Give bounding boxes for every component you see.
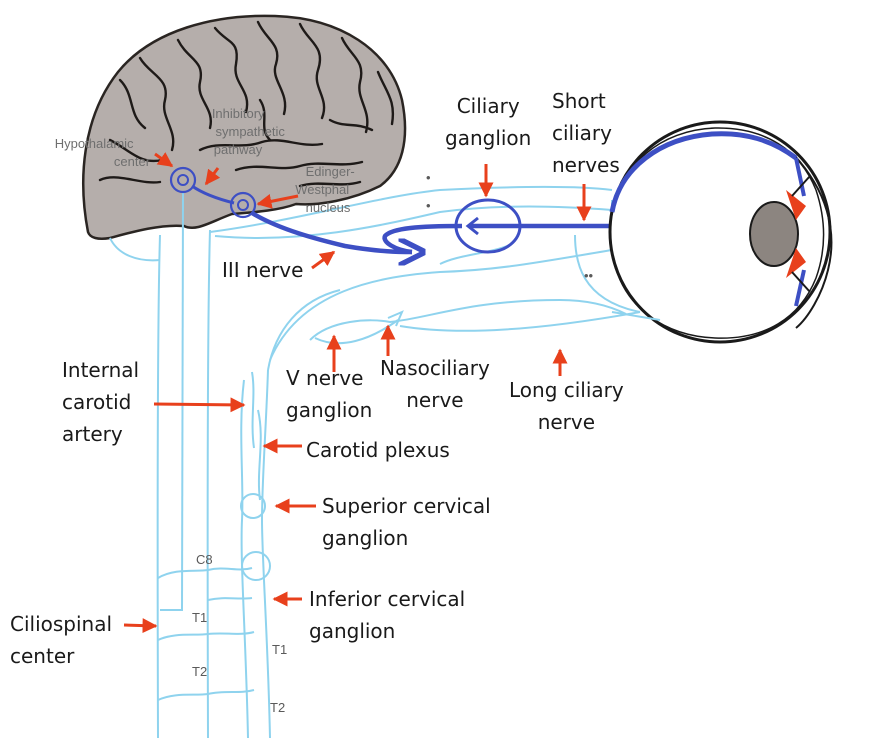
- superior-cervical-ganglion-shape: [240, 493, 266, 519]
- edinger-westphal-text: Edinger- Westphal nucleus: [295, 164, 358, 215]
- arrow-internal-carotid: [153, 397, 246, 413]
- label-carotid-plexus: Carotid plexus: [306, 438, 450, 462]
- long-ciliary-nerve-shape: [399, 311, 641, 332]
- parasympathetic-pathway: [169, 166, 612, 255]
- cornea: [793, 154, 833, 329]
- brain-gyri: [98, 20, 395, 188]
- ciliary-ganglion-root: [439, 243, 513, 265]
- eyeball-inner-wall: [611, 127, 825, 339]
- sympathetic-pathway: [109, 186, 641, 739]
- spinal-cord-right-edge: [206, 229, 211, 739]
- label-iii-nerve: III nerve: [222, 258, 304, 282]
- retina-blue-edge: [609, 131, 798, 213]
- inhibitory-fiber: [191, 184, 235, 205]
- label-internal-carotid-artery: Internal carotid artery: [62, 358, 140, 446]
- ascending-fiber-to-v-ganglion: [267, 289, 341, 371]
- sympathetic-fiber-to-ciliary: [269, 249, 613, 361]
- segment-line-t2: [157, 693, 209, 701]
- label-superior-cervical-ganglion: Superior cervical ganglion: [322, 494, 491, 550]
- hypothalamic-center-text: Hypothalamic center: [55, 136, 151, 169]
- carotid-plexus-fiber: [251, 371, 255, 449]
- segment-line-t1: [157, 633, 209, 641]
- iii-nerve-loop: [382, 223, 463, 255]
- single-dot-mark-a: •: [426, 170, 431, 185]
- lens: [749, 201, 799, 267]
- edinger-westphal-inner: [237, 199, 249, 211]
- label-ciliospinal-center: Ciliospinal center: [10, 612, 113, 668]
- hypothalamic-descending-fiber: [181, 191, 185, 611]
- callout-arrows: [123, 152, 592, 634]
- sympathetic-chain-right: [260, 369, 271, 739]
- iris-upper: [786, 190, 806, 220]
- label-nasociliary-nerve: Nasociliary nerve: [380, 356, 490, 412]
- single-dot-mark-b: •: [426, 198, 431, 213]
- segment-c8: C8: [196, 552, 213, 567]
- arrow-ciliospinal: [123, 618, 158, 634]
- iii-nerve-path: [250, 211, 412, 252]
- arrow-edinger-westphal: [256, 193, 299, 209]
- segment-t2-cord: T2: [192, 664, 207, 679]
- arrow-hypothalamic: [154, 152, 174, 168]
- sympathetic-chain-left: [240, 379, 249, 739]
- label-short-ciliary-nerves: Short ciliary nerves: [552, 89, 620, 177]
- segment-t1-cord: T1: [192, 610, 207, 625]
- arrow-iii-nerve: [311, 250, 336, 270]
- iris-lower: [786, 248, 806, 278]
- segment-t1-chain: T1: [272, 642, 287, 657]
- figure-internal-text: Hypothalamic center Inhibitory sympathet…: [55, 106, 594, 715]
- inhibitory-pathway-text: Inhibitory sympathetic pathway: [212, 106, 289, 157]
- label-long-ciliary-nerve: Long ciliary nerve: [509, 378, 624, 434]
- segment-t2-chain: T2: [270, 700, 285, 715]
- label-v-nerve-ganglion: V nerve ganglion: [286, 366, 373, 422]
- double-dot-mark: ••: [584, 268, 594, 283]
- nasociliary-nerve-shape: [309, 298, 627, 341]
- segment-line-c8: [157, 569, 209, 579]
- hypothalamic-nucleus-outer: [169, 166, 197, 194]
- spinal-cord-left-edge: [156, 234, 161, 739]
- inferior-cervical-ganglion-shape: [241, 551, 271, 581]
- brain-illustration: [82, 14, 407, 240]
- hypothalamic-nucleus-inner: [177, 174, 189, 186]
- arrow-inhibitory: [204, 167, 221, 186]
- label-inferior-cervical-ganglion: Inferior cervical ganglion: [309, 587, 466, 643]
- label-ciliary-ganglion: Ciliary ganglion: [445, 94, 532, 150]
- edinger-westphal-outer: [229, 191, 257, 219]
- eyeball-illustration: [608, 120, 833, 344]
